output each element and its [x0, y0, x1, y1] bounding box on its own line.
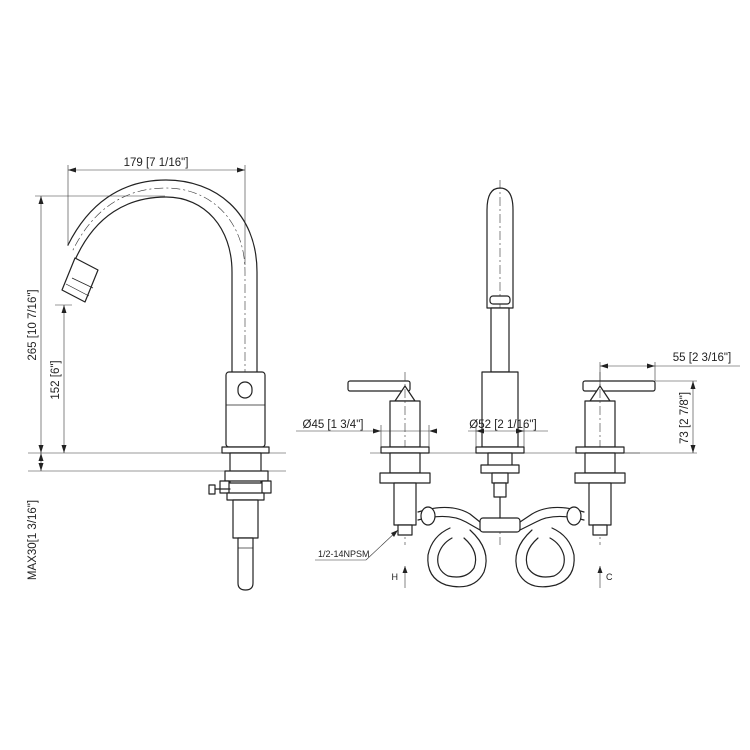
spout-lever-tab	[208, 484, 216, 495]
right-handle-outlet	[592, 524, 608, 536]
cold-supply-arrow-head	[597, 566, 603, 573]
spout-inner-curve	[67, 179, 258, 373]
thread-leader-arrow	[391, 530, 398, 537]
front-spout-locknut	[480, 464, 520, 474]
spout-base-flange	[221, 446, 270, 454]
dim-73-arrow-bottom	[690, 445, 696, 453]
left-handle-valve	[393, 482, 417, 526]
thread-spec-label: 1/2-14NPSM	[318, 549, 370, 559]
spout-tip-ring	[71, 277, 94, 289]
dim-55-arrow-right	[647, 363, 655, 369]
spout-lower-shank	[232, 499, 259, 539]
dim-d52-arrow-left	[476, 428, 484, 434]
dim-d52-arrow-right	[516, 428, 524, 434]
dim-d45-label: Ø45 [1 3/4"]	[303, 419, 364, 431]
dim-spout-height-label: 152 [6"]	[50, 360, 62, 399]
hose-weight	[237, 537, 254, 591]
dim-d45-arrow-left	[373, 428, 381, 434]
right-handle-locknut	[574, 472, 626, 484]
dim-deck-label: MAX30[1 3/16"]	[27, 500, 39, 580]
right-handle-valve	[588, 482, 612, 526]
right-handle-shank	[584, 452, 616, 474]
spout-mount-plate	[226, 492, 265, 501]
spout-tip-ring-2	[65, 283, 90, 297]
hot-supply-arrow-head	[402, 566, 408, 573]
front-spout-neck	[490, 307, 510, 373]
dim-55-arrow-left	[600, 363, 608, 369]
dim-height-label: 265 [10 7/16"]	[27, 289, 39, 360]
right-fitting	[566, 506, 582, 526]
hot-supply-label: H	[392, 572, 399, 582]
front-spout-tee	[479, 517, 521, 533]
dim-reach-arrow-right	[237, 167, 245, 173]
dim-reach-label: 179 [7 1/16"]	[124, 157, 189, 169]
dim-deck-arrow-bottom	[38, 463, 44, 471]
dim-spout-height-arrow-bottom	[61, 445, 67, 453]
front-view: Ø45 [1 3/4"] Ø52 [2 1/16"] 55 [2 3/16"] …	[296, 180, 740, 588]
spout-nut-right	[261, 480, 272, 494]
left-handle-flange	[380, 446, 430, 454]
left-handle-outlet	[397, 524, 413, 536]
front-spout-nut-b	[493, 482, 507, 498]
left-loop-outer	[427, 527, 487, 588]
spout-lever-button	[237, 381, 253, 399]
dim-d45-arrow-right	[429, 428, 437, 434]
dim-height-arrow-top	[38, 196, 44, 204]
left-loop-inner	[437, 537, 477, 578]
dim-deck-arrow-top	[38, 453, 44, 461]
spout-outer-curve	[74, 196, 233, 373]
right-loop-inner	[525, 537, 565, 578]
front-spout-aerator	[489, 295, 511, 305]
cold-supply-label: C	[606, 572, 613, 582]
left-handle-locknut	[379, 472, 431, 484]
front-spout-body	[481, 371, 519, 448]
spout-centerline	[71, 187, 246, 446]
dim-73-arrow-top	[690, 381, 696, 389]
right-handle-flange	[575, 446, 625, 454]
dim-reach-arrow-left	[68, 167, 76, 173]
left-handle-lever	[347, 380, 411, 392]
spout-tip	[61, 257, 99, 303]
right-loop-outer	[515, 527, 575, 588]
dim-height-arrow-bottom	[38, 445, 44, 453]
front-spout-flange	[475, 446, 525, 454]
side-view: 179 [7 1/16"] 265 [10 7/16"] 152 [6"] MA…	[27, 157, 286, 591]
spout-nut-left	[219, 480, 230, 494]
dim-d52-label: Ø52 [2 1/16"]	[469, 419, 536, 431]
spout-locknut	[224, 470, 269, 482]
dim-73-label: 73 [2 7/8"]	[679, 392, 691, 444]
dim-spout-height-arrow-top	[61, 305, 67, 313]
dim-55-label: 55 [2 3/16"]	[673, 352, 731, 364]
left-handle-shank	[389, 452, 421, 474]
right-handle-lever	[582, 380, 656, 392]
front-spout-nut-a	[491, 472, 509, 484]
left-fitting	[420, 506, 436, 526]
